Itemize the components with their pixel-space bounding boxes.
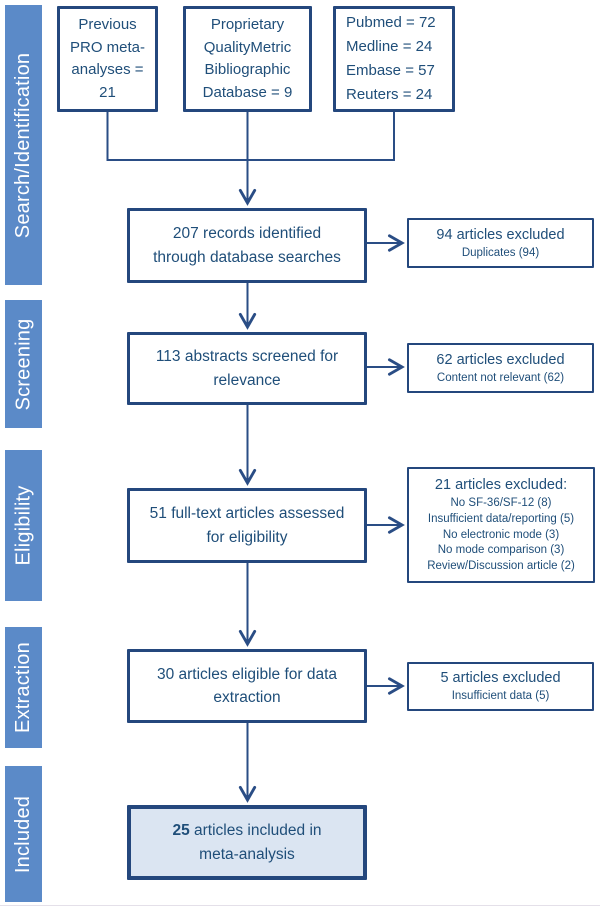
exclusion-box-21-articles-title: 21 articles excluded: <box>434 476 568 493</box>
flow-box-eligible-extraction-text: 30 articles eligible for data extraction <box>156 665 338 706</box>
flow-box-records-identified: 207 records identified through database … <box>127 208 367 283</box>
stage-bar-eligibility: Eligibility <box>5 450 42 601</box>
exclusion-box-not-relevant-title: 62 articles excluded <box>436 351 565 368</box>
exclusion-box-insufficient-data-title: 5 articles excluded <box>440 670 561 687</box>
exclusion-detail-review-discussion: Review/Discussion article (2) <box>427 560 575 573</box>
source-box-previous-meta-analyses: Previous PRO meta- analyses = 21 <box>57 6 158 112</box>
source-box-previous-meta-analyses-text: Previous PRO meta- analyses = 21 <box>69 16 145 101</box>
source-box-qualitymetric-database: Proprietary QualityMetric Bibliographic … <box>183 6 312 112</box>
source-box-database-counts-text: Pubmed = 72 Medline = 24 Embase = 57 Reu… <box>346 14 436 103</box>
flow-box-fulltext-assessed-text: 51 full-text articles assessed for eligi… <box>149 505 345 546</box>
stage-bar-included: Included <box>5 766 42 902</box>
flow-box-fulltext-assessed: 51 full-text articles assessed for eligi… <box>127 488 367 563</box>
stage-label-extraction: Extraction <box>12 642 34 733</box>
included-text: articles included in meta-analysis <box>194 822 322 863</box>
exclusion-box-insufficient-data: 5 articles excluded Insufficient data (5… <box>407 662 594 711</box>
flow-box-included-meta-analysis: 25 articles included in meta-analysis <box>127 805 367 880</box>
exclusion-box-21-articles: 21 articles excluded: No SF-36/SF-12 (8)… <box>407 467 595 583</box>
stage-label-included: Included <box>12 795 34 873</box>
stage-bar-extraction: Extraction <box>5 627 42 748</box>
flow-box-included-meta-analysis-text: 25 articles included in meta-analysis <box>172 819 321 866</box>
exclusion-box-duplicates-title: 94 articles excluded <box>436 226 565 243</box>
flow-box-abstracts-screened-text: 113 abstracts screened for relevance <box>155 348 339 389</box>
included-count: 25 <box>172 822 190 840</box>
exclusion-detail-no-mode-comparison: No mode comparison (3) <box>437 544 565 557</box>
figure-bottom-rule <box>0 905 600 906</box>
exclusion-box-not-relevant: 62 articles excluded Content not relevan… <box>407 343 594 393</box>
source-box-database-counts: Pubmed = 72 Medline = 24 Embase = 57 Reu… <box>333 6 455 112</box>
flow-box-abstracts-screened: 113 abstracts screened for relevance <box>127 332 367 405</box>
exclusion-box-duplicates: 94 articles excluded Duplicates (94) <box>407 218 594 268</box>
exclusion-box-insufficient-data-detail: Insufficient data (5) <box>451 690 550 703</box>
exclusion-detail-no-sf36: No SF-36/SF-12 (8) <box>450 496 552 509</box>
source-box-qualitymetric-database-text: Proprietary QualityMetric Bibliographic … <box>202 16 293 101</box>
exclusion-box-duplicates-detail: Duplicates (94) <box>461 246 540 259</box>
stage-label-search-identification: Search/Identification <box>12 52 35 238</box>
stage-label-eligibility: Eligibility <box>12 485 35 566</box>
exclusion-detail-insufficient-reporting: Insufficient data/reporting (5) <box>427 512 575 525</box>
exclusion-box-not-relevant-detail: Content not relevant (62) <box>436 371 565 384</box>
flow-box-records-identified-text: 207 records identified through database … <box>153 225 341 266</box>
stage-label-screening: Screening <box>12 318 35 410</box>
stage-bar-search-identification: Search/Identification <box>5 5 42 285</box>
stage-bar-screening: Screening <box>5 300 42 428</box>
flow-box-eligible-extraction: 30 articles eligible for data extraction <box>127 649 367 723</box>
exclusion-detail-no-electronic-mode: No electronic mode (3) <box>442 528 560 541</box>
